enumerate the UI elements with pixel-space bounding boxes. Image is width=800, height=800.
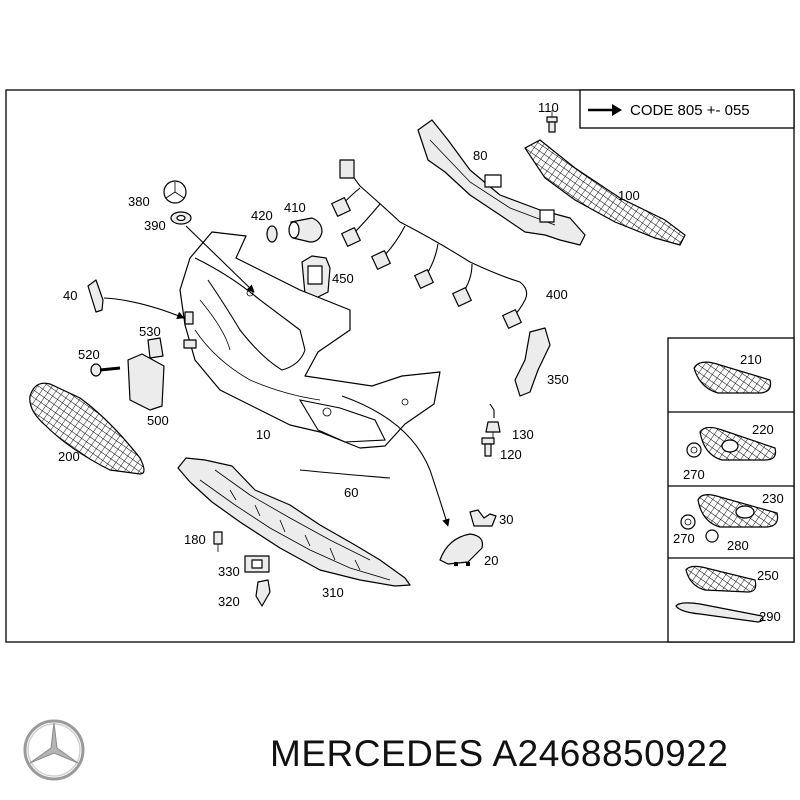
label-270-b: 270 <box>673 531 695 546</box>
label-130: 130 <box>512 427 534 442</box>
label-230: 230 <box>762 491 784 506</box>
label-180: 180 <box>184 532 206 547</box>
bumper-cover-10 <box>179 231 441 449</box>
trim-strip-60 <box>299 469 391 479</box>
label-200: 200 <box>58 449 80 464</box>
label-500: 500 <box>147 413 169 428</box>
bolt-110 <box>546 110 558 133</box>
label-450: 450 <box>332 271 354 286</box>
variant-grille-220 <box>686 426 777 461</box>
wiring-harness-400 <box>331 159 528 329</box>
code-note: CODE 805 +- 055 <box>630 102 750 119</box>
clip-130 <box>485 421 501 438</box>
label-420: 420 <box>251 208 273 223</box>
cap-30 <box>469 509 497 527</box>
variant-grille-250 <box>675 565 764 623</box>
label-120: 120 <box>500 447 522 462</box>
label-530: 530 <box>139 324 161 339</box>
label-80: 80 <box>473 148 487 163</box>
label-30: 30 <box>499 512 513 527</box>
label-110: 110 <box>538 100 559 115</box>
grille-100 <box>524 139 686 246</box>
part-labels: 110 80 100 380 390 410 420 450 400 40 53… <box>58 100 784 624</box>
leader-lines <box>103 225 495 527</box>
sensor-holder-450 <box>301 255 331 299</box>
label-290: 290 <box>759 609 781 624</box>
label-390: 390 <box>144 218 166 233</box>
label-10: 10 <box>256 427 270 442</box>
label-100: 100 <box>618 188 640 203</box>
label-410: 410 <box>284 200 306 215</box>
screw-120 <box>481 437 495 457</box>
label-310: 310 <box>322 585 344 600</box>
label-20: 20 <box>484 553 498 568</box>
clip-180 <box>213 531 223 552</box>
label-210: 210 <box>740 352 762 367</box>
label-350: 350 <box>547 372 569 387</box>
tow-hook-cover-20 <box>439 533 484 566</box>
label-250: 250 <box>757 568 779 583</box>
bracket-40 <box>87 279 104 313</box>
license-plate-bracket-500 <box>127 353 165 411</box>
label-60: 60 <box>344 485 358 500</box>
label-380: 380 <box>128 194 150 209</box>
part-caption: MERCEDES A2468850922 <box>270 733 728 775</box>
screw-320 <box>255 579 271 607</box>
label-220: 220 <box>752 422 774 437</box>
label-270-a: 270 <box>683 467 705 482</box>
label-320: 320 <box>218 594 240 609</box>
label-40: 40 <box>63 288 77 303</box>
underbody-panel-310 <box>177 457 411 587</box>
label-400: 400 <box>546 287 568 302</box>
bracket-80 <box>417 119 586 246</box>
variant-grille-230 <box>680 494 779 543</box>
ring-420 <box>266 225 278 243</box>
grille-200 <box>29 382 145 475</box>
bracket-530 <box>147 337 164 359</box>
mercedes-star-icon <box>23 719 85 781</box>
bracket-350 <box>514 327 551 397</box>
ring-390 <box>170 211 192 225</box>
emblem-380 <box>163 180 187 204</box>
label-280: 280 <box>727 538 749 553</box>
sensor-410 <box>288 217 323 243</box>
variant-grille-210 <box>693 361 772 394</box>
label-330: 330 <box>218 564 240 579</box>
part-number: A2468850922 <box>492 733 729 774</box>
code-arrow-icon <box>588 104 622 116</box>
label-520: 520 <box>78 347 100 362</box>
nut-330 <box>244 555 270 573</box>
brand-name: MERCEDES <box>270 733 484 774</box>
screw-520 <box>90 363 121 377</box>
